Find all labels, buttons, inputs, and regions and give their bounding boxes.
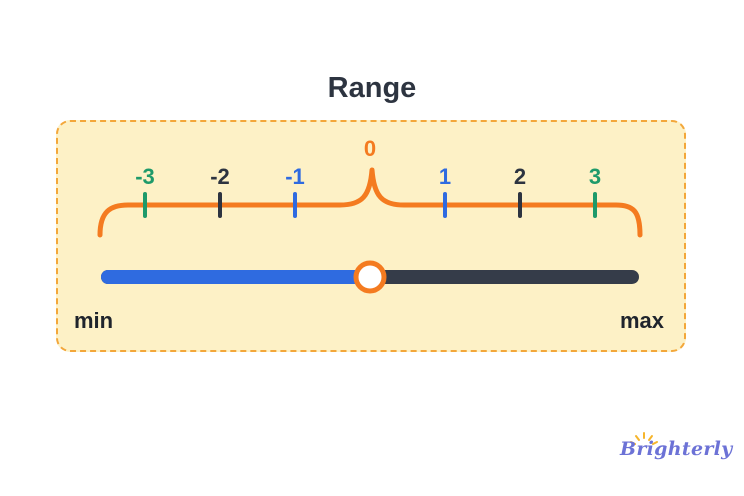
logo-text: Brighterly: [620, 438, 733, 460]
range-slider[interactable]: [101, 260, 639, 294]
tick-label-3: 3: [589, 164, 601, 189]
tick-label--2: -2: [210, 164, 230, 189]
tick-label-2: 2: [514, 164, 526, 189]
tick-label--1: -1: [285, 164, 305, 189]
diagram-title: Range: [327, 72, 417, 104]
range-panel: [56, 120, 686, 352]
min-label: min: [74, 308, 114, 333]
slider-handle[interactable]: [353, 260, 387, 294]
tick-labels: -3 -2 -1 0 1 2 3: [135, 136, 601, 189]
tick-label--3: -3: [135, 164, 155, 189]
max-label: max: [620, 308, 665, 333]
tick-label-0: 0: [364, 136, 376, 161]
brand-logo: Brighterly: [620, 432, 732, 468]
tick-label-1: 1: [439, 164, 451, 189]
range-brace: [97, 167, 643, 238]
sun-rays-icon: [630, 432, 658, 445]
tick-marks: [143, 192, 597, 218]
